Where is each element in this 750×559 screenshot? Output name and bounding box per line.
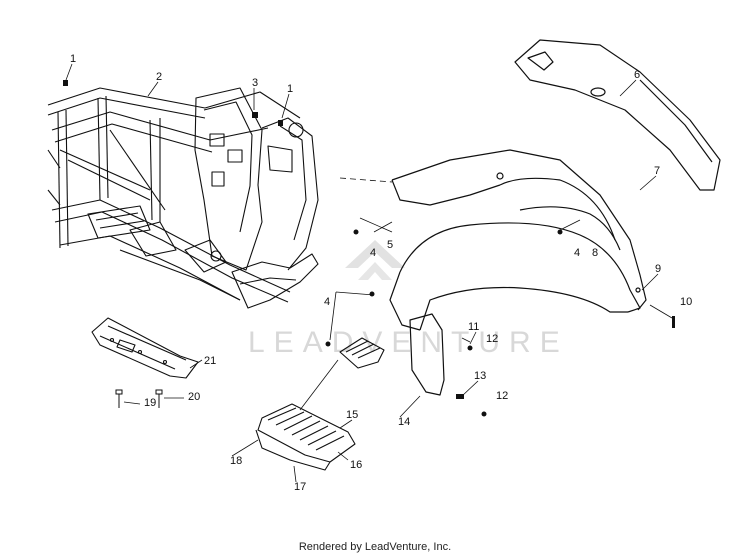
leader-lines xyxy=(299,177,673,411)
callout-4c: 4 xyxy=(324,296,330,308)
callout-10: 10 xyxy=(680,296,692,308)
callout-leaders xyxy=(65,63,659,483)
watermark-logo xyxy=(345,240,405,280)
callout-11: 11 xyxy=(468,321,479,333)
callout-1b: 1 xyxy=(287,83,293,95)
callout-15: 15 xyxy=(346,409,358,421)
callout-6: 6 xyxy=(634,69,640,81)
skid-plate xyxy=(91,317,199,379)
mud-flap xyxy=(409,313,445,396)
callout-3: 3 xyxy=(252,77,258,89)
callout-17: 17 xyxy=(294,481,306,493)
callout-7: 7 xyxy=(654,165,660,177)
fasteners xyxy=(63,80,675,417)
seat-pad xyxy=(514,39,721,191)
front-fender xyxy=(389,149,647,331)
watermark-text: LEADVENTURE xyxy=(248,326,569,359)
callout-13: 13 xyxy=(474,370,486,382)
callout-21: 21 xyxy=(204,355,216,367)
callout-4a: 4 xyxy=(370,247,376,259)
callout-4b: 4 xyxy=(574,247,580,259)
footrest-bracket xyxy=(339,337,385,369)
bolt-19 xyxy=(115,389,123,408)
callout-labels: 1 2 3 1 6 7 5 4 4 8 9 10 4 11 12 13 12 1… xyxy=(70,53,692,493)
callout-5: 5 xyxy=(387,239,393,251)
footrest xyxy=(255,403,356,471)
callout-14: 14 xyxy=(398,416,410,428)
callout-12a: 12 xyxy=(486,333,498,345)
callout-8: 8 xyxy=(592,247,598,259)
callout-18: 18 xyxy=(230,455,242,467)
bolt-20 xyxy=(155,389,163,408)
frame-assembly xyxy=(47,87,319,309)
callout-2: 2 xyxy=(156,71,162,83)
footer-credit: Rendered by LeadVenture, Inc. xyxy=(298,541,452,553)
callout-12b: 12 xyxy=(496,390,508,402)
callout-9: 9 xyxy=(655,263,661,275)
callout-16: 16 xyxy=(350,459,362,471)
callout-1a: 1 xyxy=(70,53,76,65)
callout-20: 20 xyxy=(188,391,200,403)
callout-19: 19 xyxy=(144,397,156,409)
